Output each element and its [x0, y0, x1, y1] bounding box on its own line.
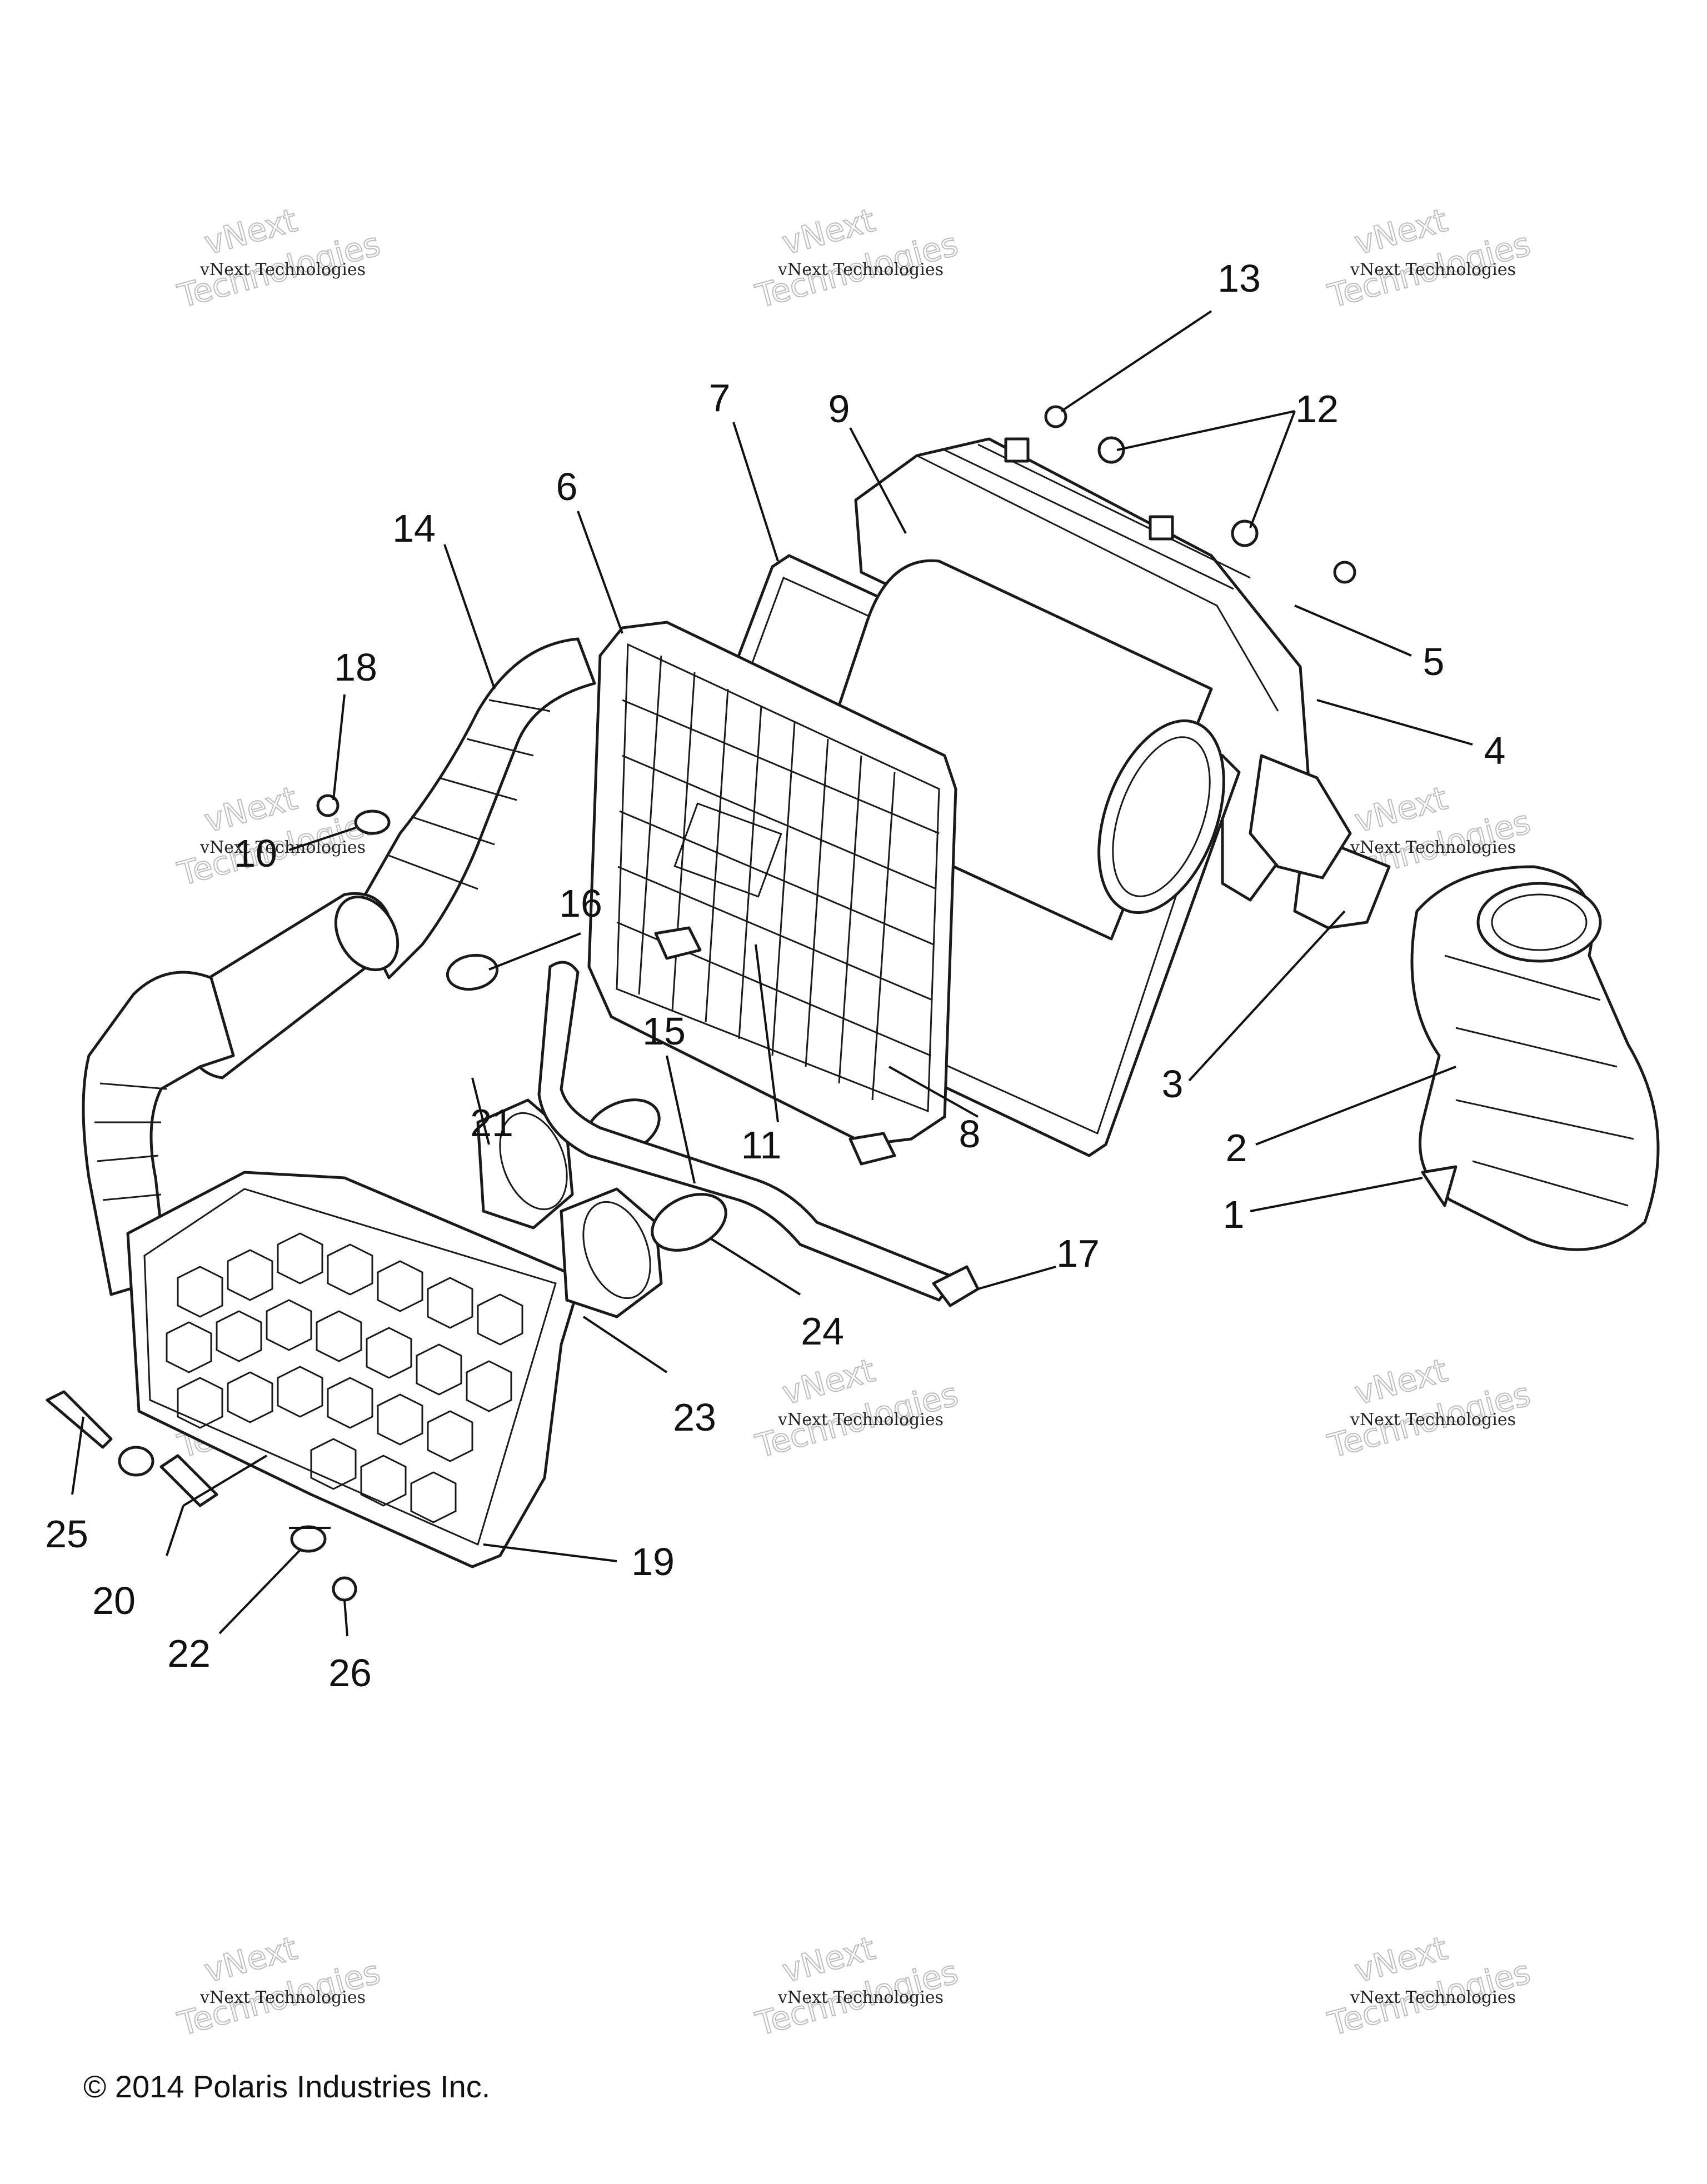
inlet-tube [1410, 865, 1660, 1251]
callout-13: 13 [1217, 257, 1261, 300]
callout-9: 9 [828, 387, 850, 431]
parts-artwork [46, 405, 1660, 1602]
intake-duct [354, 637, 596, 979]
small-clamp [446, 953, 499, 991]
fastener [1044, 405, 1067, 428]
callout-3: 3 [1162, 1062, 1184, 1106]
watermark: vNext Technologies vNext Technologies [1324, 201, 1535, 316]
callout-16: 16 [559, 882, 602, 925]
callout-1: 1 [1223, 1193, 1245, 1236]
watermark: vNext Technologies vNext Technologies [751, 201, 962, 316]
push-rivet [1421, 1165, 1458, 1207]
corrugated-elbow [82, 971, 235, 1296]
watermark: vNext Technologies vNext Technologies [173, 201, 385, 316]
watermark-text: vNext Technologies [1350, 1410, 1516, 1430]
callout-4: 4 [1484, 729, 1506, 772]
watermark: vNext Technologies vNext Technologies [173, 778, 385, 893]
leader-lines [71, 310, 1473, 1637]
callout-20: 20 [92, 1579, 136, 1622]
callout-18: 18 [334, 646, 377, 689]
callout-15: 15 [642, 1009, 686, 1053]
watermark-text: vNext Technologies [199, 1988, 366, 2007]
callout-26: 26 [328, 1651, 372, 1695]
nut [332, 1576, 357, 1602]
copyright-text: © 2014 Polaris Industries Inc. [83, 2069, 490, 2104]
callout-5: 5 [1423, 640, 1445, 683]
callout-22: 22 [167, 1632, 211, 1675]
watermark-text: vNext Technologies [1350, 260, 1516, 279]
fastener [316, 794, 340, 817]
grommet [290, 1525, 327, 1553]
watermark-text: vNext Technologies [1350, 1988, 1516, 2007]
watermark-text: vNext Technologies [199, 260, 366, 279]
fastener [1333, 561, 1356, 584]
honeycomb-pattern [166, 1232, 523, 1523]
watermark-text: vNext Technologies [1350, 838, 1516, 857]
watermark: vNext Technologies vNext Technologies [1324, 1351, 1535, 1466]
callout-23: 23 [673, 1396, 716, 1439]
outlet-duct [1249, 754, 1352, 879]
watermark: vNext Technologies vNext Technologies [751, 1928, 962, 2043]
intake-box [126, 1171, 580, 1568]
callout-24: 24 [801, 1310, 844, 1353]
watermark: vNext Technologies vNext Technologies [173, 1928, 385, 2043]
callout-11: 11 [741, 1123, 782, 1167]
callout-21: 21 [470, 1101, 513, 1145]
callout-6: 6 [556, 465, 578, 508]
cover-latch [654, 926, 702, 960]
callout-19: 19 [631, 1540, 675, 1583]
callout-12: 12 [1295, 387, 1339, 431]
callout-2: 2 [1226, 1126, 1247, 1170]
callout-17: 17 [1056, 1232, 1100, 1275]
watermark-text: vNext Technologies [199, 838, 366, 857]
cover-latch [848, 1132, 896, 1166]
hose-clamp [651, 1193, 727, 1252]
callout-25: 25 [45, 1512, 88, 1556]
watermark-text: vNext Technologies [777, 1988, 944, 2007]
drain-hose [537, 961, 957, 1302]
fastener [1231, 519, 1259, 547]
callout-7: 7 [709, 376, 731, 419]
watermark-text: vNext Technologies [777, 260, 944, 279]
callout-14: 14 [392, 507, 436, 550]
bushing [118, 1446, 154, 1477]
fastener [1097, 436, 1125, 464]
callout-labels: 1 2 3 4 5 6 7 8 9 10 11 12 13 14 15 16 1… [45, 257, 1505, 1695]
washer [354, 809, 391, 835]
callout-8: 8 [959, 1112, 981, 1156]
bolt [46, 1390, 113, 1449]
watermark-text: vNext Technologies [777, 1410, 944, 1430]
watermark: vNext Technologies vNext Technologies [751, 1351, 962, 1466]
outlet-couplers [476, 1098, 663, 1318]
watermark: vNext Technologies vNext Technologies [1324, 1928, 1535, 2043]
callout-10: 10 [234, 832, 277, 875]
airbox-cover [587, 621, 957, 1146]
